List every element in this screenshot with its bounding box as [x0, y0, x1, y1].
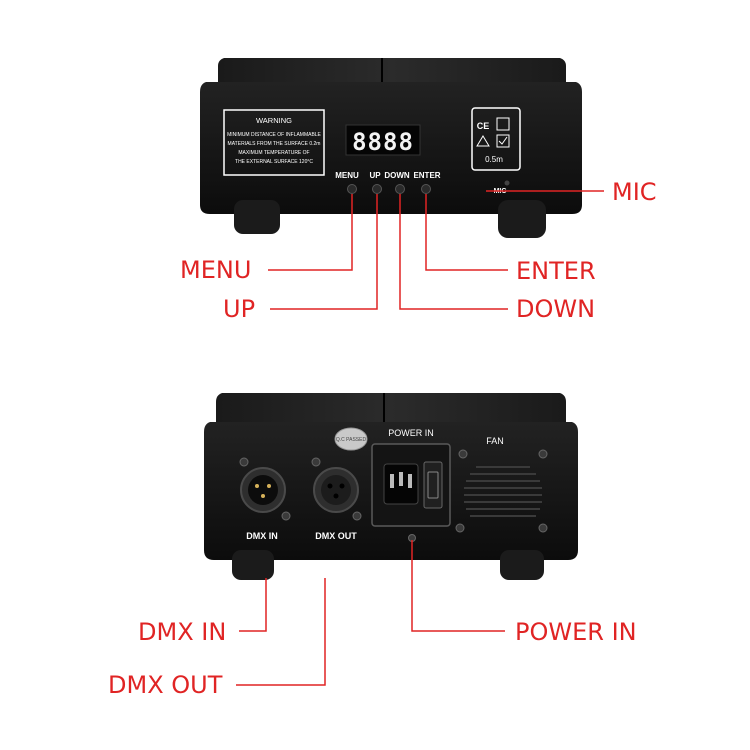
top-device-head — [218, 58, 566, 82]
panel-label-fan: FAN — [486, 436, 504, 446]
panel-label-power-in: POWER IN — [388, 428, 434, 438]
callout-mic: MIC — [612, 178, 657, 206]
screw — [458, 449, 468, 459]
callout-dmx-in: DMX IN — [138, 618, 227, 646]
warning-line-3: MAXIMUM TEMPERATURE OF — [238, 150, 309, 156]
warning-title: WARNING — [256, 116, 292, 125]
screw — [538, 449, 548, 459]
fuse-holder[interactable] — [423, 461, 443, 509]
distance-mark: 0.5m — [485, 155, 503, 164]
callout-down: DOWN — [516, 295, 596, 323]
recycle-icon — [496, 117, 510, 131]
panel-label-down: DOWN — [384, 171, 410, 180]
leader-lines — [236, 190, 604, 686]
screw — [455, 523, 465, 533]
bottom-foot-right — [500, 550, 544, 580]
screw — [239, 457, 249, 467]
callout-dmx-out: DMX OUT — [108, 671, 223, 699]
leader-menu — [268, 194, 353, 271]
up-button[interactable] — [372, 184, 382, 194]
led-display-digits: 8888 — [352, 128, 414, 156]
callout-enter: ENTER — [516, 257, 596, 285]
leader-dmx-out — [236, 578, 326, 686]
mic-hole — [504, 180, 510, 186]
top-foot-left — [234, 200, 280, 234]
top-device: WARNING MINIMUM DISTANCE OF INFLAMMABLE … — [200, 58, 582, 238]
qc-badge-text: Q.C PASSED — [336, 437, 367, 443]
panel-label-up: UP — [369, 171, 381, 180]
top-foot-right — [498, 200, 546, 238]
bottom-device: Q.C PASSED POWER IN FAN DMX IN DMX OUT — [204, 393, 578, 580]
warning-line-2: MATERIALS FROM THE SURFACE 0.2m — [228, 141, 321, 147]
callout-up: UP — [223, 295, 256, 323]
leader-power-in — [411, 540, 505, 632]
screw — [538, 523, 548, 533]
leader-dmx-in — [239, 578, 267, 632]
down-button[interactable] — [395, 184, 405, 194]
screw — [311, 457, 321, 467]
qc-passed-badge — [334, 427, 368, 451]
check-icon — [498, 136, 508, 145]
panel-label-enter: ENTER — [413, 171, 440, 180]
fan-grille — [464, 466, 542, 517]
tick-box-icon — [496, 134, 510, 148]
leader-enter — [425, 194, 508, 271]
panel-label-dmx-in: DMX IN — [246, 531, 278, 541]
bottom-foot-left — [232, 550, 274, 580]
led-display — [345, 124, 421, 156]
menu-button[interactable] — [347, 184, 357, 194]
screw — [352, 511, 362, 521]
panel-label-dmx-out: DMX OUT — [315, 531, 357, 541]
warning-label — [223, 109, 325, 176]
enter-button[interactable] — [421, 184, 431, 194]
cert-label — [471, 107, 521, 171]
warning-line-1: MINIMUM DISTANCE OF INFLAMMABLE — [227, 132, 321, 138]
panel-label-menu: MENU — [335, 171, 359, 180]
callout-power-in: POWER IN — [515, 618, 637, 646]
bottom-device-head — [216, 393, 566, 422]
leader-up — [270, 194, 378, 310]
warning-line-4: THE EXTERNAL SURFACE 120°C — [235, 159, 313, 165]
screw — [281, 511, 291, 521]
leader-down — [399, 194, 508, 310]
callout-menu: MENU — [180, 256, 252, 284]
ce-mark: CE — [477, 121, 490, 131]
hazard-icon — [476, 135, 490, 147]
